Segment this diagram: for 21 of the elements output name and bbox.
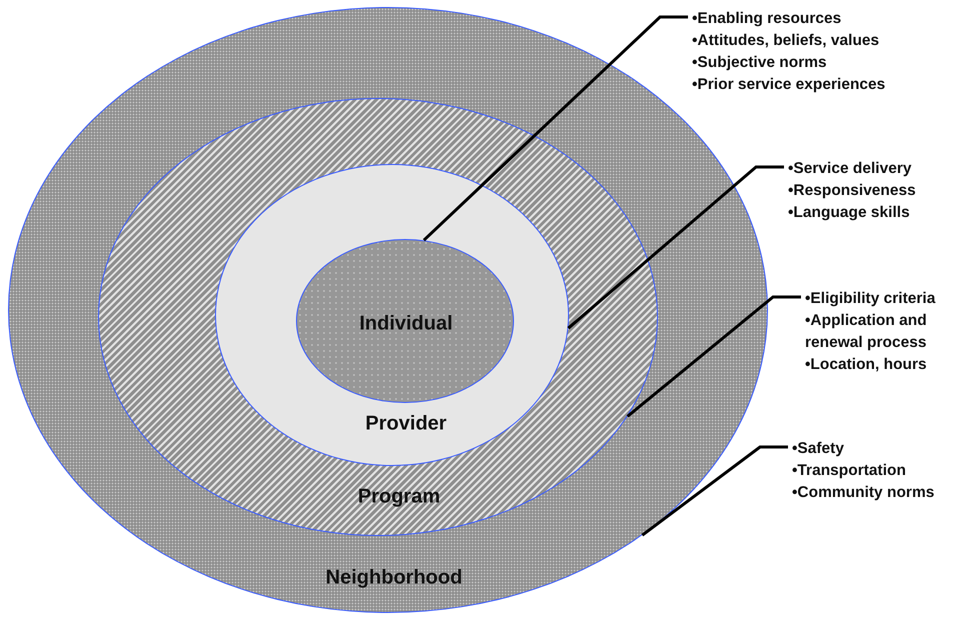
bullet-item: •Location, hours xyxy=(805,355,928,375)
leader-line xyxy=(567,166,784,330)
leader-line xyxy=(641,446,788,536)
bullet-item: •Responsiveness xyxy=(788,181,917,201)
bullet-item: •Subjective norms xyxy=(692,53,828,73)
bullet-item: •Community norms xyxy=(792,483,936,503)
bullet-item: •Application and renewal process xyxy=(805,311,928,353)
bullet-item: •Safety xyxy=(792,439,845,459)
bullet-item: •Eligibility criteria xyxy=(805,289,936,309)
ring-label: Individual xyxy=(359,312,453,336)
ring-ellipse xyxy=(215,164,569,466)
ring-label: Neighborhood xyxy=(326,566,462,590)
leader-line xyxy=(422,16,688,242)
bullet-item: •Language skills xyxy=(788,203,911,223)
bullet-item: •Attitudes, beliefs, values xyxy=(692,31,880,51)
ring-label: Provider xyxy=(365,412,447,436)
ring-ellipse xyxy=(98,98,658,536)
bullet-item: •Service delivery xyxy=(788,159,912,179)
bullet-item: •Prior service experiences xyxy=(692,75,886,95)
bullet-item: •Transportation xyxy=(792,461,907,481)
bullet-item: •Enabling resources xyxy=(692,9,842,29)
